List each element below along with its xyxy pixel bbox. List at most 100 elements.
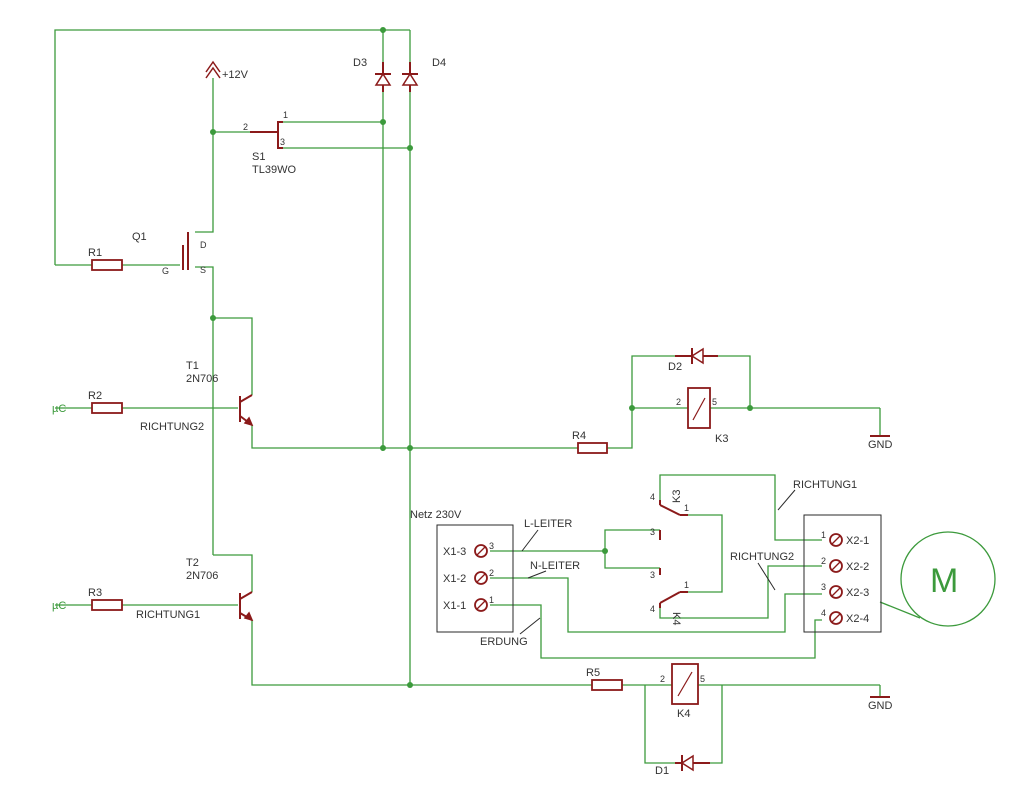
resistor-r3: R3 xyxy=(88,587,123,611)
svg-text:X1-3: X1-3 xyxy=(443,546,466,558)
leader-erdung xyxy=(519,617,541,635)
svg-text:3: 3 xyxy=(650,570,655,580)
svg-text:M: M xyxy=(930,562,958,600)
wire-t1-emitter xyxy=(251,425,578,449)
wire-d1-right xyxy=(710,685,723,764)
svg-text:R4: R4 xyxy=(572,430,586,442)
label-n-leiter: N-LEITER xyxy=(530,560,580,572)
uc-input-2: µC xyxy=(52,600,66,612)
svg-text:5: 5 xyxy=(700,674,705,684)
svg-text:2: 2 xyxy=(489,568,494,578)
wire-t2-emitter xyxy=(251,620,592,686)
svg-text:1: 1 xyxy=(684,580,689,590)
svg-text:R2: R2 xyxy=(88,390,102,402)
svg-text:Netz 230V: Netz 230V xyxy=(410,509,462,521)
svg-text:2: 2 xyxy=(660,674,665,684)
label-l-leiter: L-LEITER xyxy=(524,518,572,530)
svg-text:K4: K4 xyxy=(670,612,682,625)
relay-coil-k3: 2 5 K3 xyxy=(676,387,728,445)
wire-drain xyxy=(195,132,214,233)
svg-text:RICHTUNG1: RICHTUNG1 xyxy=(136,609,200,621)
svg-text:3: 3 xyxy=(489,541,494,551)
wire-d2-right xyxy=(718,355,751,408)
svg-text:X2-1: X2-1 xyxy=(846,535,869,547)
svg-text:S1: S1 xyxy=(252,151,265,163)
svg-text:4: 4 xyxy=(650,492,655,502)
svg-text:X2-3: X2-3 xyxy=(846,587,869,599)
resistor-r2: R2 xyxy=(88,390,123,414)
svg-text:X1-2: X1-2 xyxy=(443,573,466,585)
svg-text:4: 4 xyxy=(821,608,826,618)
svg-text:S: S xyxy=(200,265,206,275)
motor: M xyxy=(900,531,996,627)
wire-erdung xyxy=(490,604,822,659)
wire-k3-k4-common xyxy=(688,514,723,593)
wire-d2-left xyxy=(631,355,675,408)
svg-text:2N706: 2N706 xyxy=(186,373,218,385)
wire-r4-k3 xyxy=(607,408,633,449)
svg-text:1: 1 xyxy=(489,595,494,605)
mosfet-q1: Q1 G D S xyxy=(132,231,207,276)
svg-text:Q1: Q1 xyxy=(132,231,147,243)
wire-top-loop xyxy=(54,29,410,265)
wire-k3c-x21 xyxy=(659,474,822,541)
svg-text:D4: D4 xyxy=(432,57,446,69)
leader-richtung2 xyxy=(757,562,776,591)
diode-d3: D3 xyxy=(353,57,392,92)
gnd-2: GND xyxy=(868,696,893,712)
svg-text:R5: R5 xyxy=(586,667,600,679)
leader-n-leiter xyxy=(527,570,547,579)
svg-text:3: 3 xyxy=(650,527,655,537)
wire-source-rail xyxy=(195,266,214,555)
wire-l-k3 xyxy=(604,529,660,551)
resistor-r5: R5 xyxy=(586,667,623,691)
wire-d1-left xyxy=(644,685,675,764)
label-erdung: ERDUNG xyxy=(480,636,528,648)
svg-text:1: 1 xyxy=(684,503,689,513)
svg-text:R3: R3 xyxy=(88,587,102,599)
svg-text:2N706: 2N706 xyxy=(186,570,218,582)
svg-text:K3: K3 xyxy=(715,433,728,445)
svg-text:X2-4: X2-4 xyxy=(846,613,869,625)
switch-s1: 2 1 3 S1 TL39WO xyxy=(243,110,296,176)
relay-contact-k4: 3 4 1 K4 xyxy=(650,568,689,625)
terminal-x2: 1 2 3 4 X2-1 X2-2 X2-3 X2-4 xyxy=(803,514,882,633)
wire-t2-collector xyxy=(213,554,253,592)
junctions xyxy=(210,27,753,688)
relay-contact-k3: 4 3 1 K3 xyxy=(650,490,689,540)
svg-text:T1: T1 xyxy=(186,360,199,372)
wire-motor xyxy=(879,601,921,619)
relay-coil-k4: 2 5 K4 xyxy=(660,663,705,720)
svg-text:GND: GND xyxy=(868,439,893,451)
svg-text:D2: D2 xyxy=(668,361,682,373)
svg-text:K3: K3 xyxy=(671,490,683,503)
svg-text:4: 4 xyxy=(650,604,655,614)
svg-text:RICHTUNG2: RICHTUNG2 xyxy=(140,421,204,433)
svg-text:2: 2 xyxy=(243,122,248,132)
svg-text:D3: D3 xyxy=(353,57,367,69)
diode-d2: D2 xyxy=(668,347,718,373)
wire-t1-collector xyxy=(213,317,253,395)
wires xyxy=(54,29,921,764)
leader-l-leiter xyxy=(521,529,539,552)
wire-l-k4 xyxy=(604,551,660,569)
svg-text:1: 1 xyxy=(821,530,826,540)
transistor-t1: T1 2N706 RICHTUNG2 xyxy=(140,360,254,433)
svg-text:2: 2 xyxy=(821,556,826,566)
svg-text:X2-2: X2-2 xyxy=(846,561,869,573)
svg-text:X1-1: X1-1 xyxy=(443,600,466,612)
terminal-x1: Netz 230V X1-3 X1-2 X1-1 3 2 1 xyxy=(410,509,514,633)
diode-d4: D4 xyxy=(401,57,446,92)
svg-text:G: G xyxy=(162,266,169,276)
svg-text:TL39WO: TL39WO xyxy=(252,164,296,176)
label-richtung1: RICHTUNG1 xyxy=(793,479,857,491)
svg-text:2: 2 xyxy=(676,397,681,407)
svg-text:GND: GND xyxy=(868,700,893,712)
svg-text:+12V: +12V xyxy=(222,69,249,81)
svg-text:T2: T2 xyxy=(186,557,199,569)
leader-richtung1 xyxy=(777,489,796,511)
transistor-t2: T2 2N706 RICHTUNG1 xyxy=(136,557,254,622)
wire-n-leiter xyxy=(490,577,822,633)
resistor-r1: R1 xyxy=(88,247,123,271)
